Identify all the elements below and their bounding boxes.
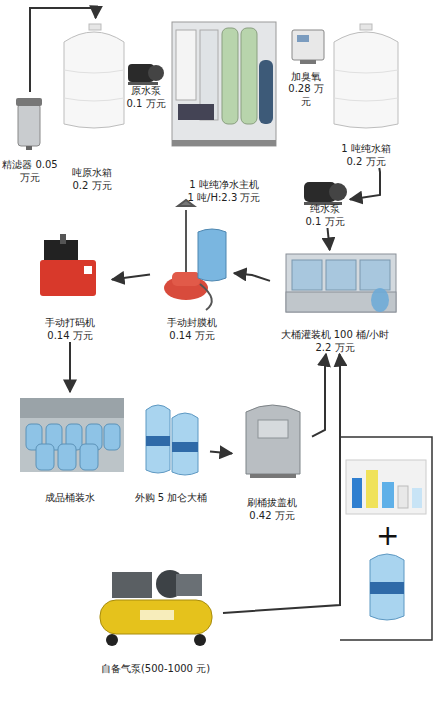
equipment-name: 精滤器 0.05 万元 [2, 159, 58, 184]
equipment-node: 外购 5 加仑大桶 [132, 392, 210, 504]
pump-art [304, 182, 347, 205]
flow-arrow [112, 275, 150, 280]
equipment-name: 加臭氧 [291, 71, 321, 84]
equipment-name: 原水泵 [131, 85, 161, 98]
flow-arrow [30, 8, 96, 92]
materials-art [340, 437, 432, 640]
equipment-name: 刷桶拔盖机 [247, 497, 297, 510]
equipment-price: 0.2 万元 [346, 156, 385, 169]
equipment-node: 吨原水箱0.2 万元 [60, 18, 124, 192]
equipment-price: 1 吨/H:2.3 万元 [188, 192, 261, 205]
brusher-art [246, 405, 300, 478]
equipment-price: 0.2 万元 [72, 180, 111, 193]
flow-arrow [223, 354, 340, 613]
equipment-price: 0.14 万元 [169, 330, 214, 343]
equipment-node: 大桶灌装机 100 桶/小时2.2 万元 [270, 250, 400, 354]
finished-water-art [20, 398, 124, 472]
equipment-node: 自备气泵(500-1000 元) [88, 560, 223, 675]
flow-arrow [69, 342, 71, 392]
flow-arrow [328, 228, 330, 250]
equipment-node: 手动封膜机0.14 万元 [150, 196, 234, 342]
equipment-node: 原水泵0.1 万元 [125, 58, 167, 110]
equipment-name: 自备气泵(500-1000 元) [101, 663, 210, 676]
equipment-node: 纯水泵0.1 万元 [300, 178, 350, 228]
purifier-art [172, 22, 276, 146]
equipment-node: 1 吨纯水箱0.2 万元 [330, 18, 402, 168]
tank-art [334, 24, 398, 128]
equipment-price: 2.2 万元 [315, 342, 354, 355]
equipment-name: 1 吨纯净水主机 [189, 179, 259, 192]
filler-art [286, 254, 396, 312]
equipment-name: 手动封膜机 [167, 317, 217, 330]
equipment-node: 精滤器 0.05 万元 [2, 92, 58, 184]
compressor-art [100, 570, 212, 646]
equipment-name: 1 吨纯水箱 [341, 143, 391, 156]
flow-arrow [210, 452, 232, 454]
pump-art [128, 64, 164, 85]
equipment-price: 0.1 万元 [305, 216, 344, 229]
bottle-art [146, 405, 198, 475]
coder-art [40, 234, 96, 296]
sealer-art [164, 200, 226, 310]
flow-arrow [350, 168, 380, 199]
equipment-name: 纯水泵 [310, 203, 340, 216]
equipment-name: 手动打码机 [45, 317, 95, 330]
equipment-price: 0.1 万元 [126, 98, 165, 111]
equipment-node: 加臭氧0.28 万元 [284, 24, 328, 108]
equipment-node: 刷桶拔盖机0.42 万元 [232, 392, 312, 522]
filter-art [16, 98, 42, 150]
plus-sign: + [376, 522, 399, 550]
equipment-node: 成品桶装水 [15, 392, 125, 504]
equipment-price: 0.14 万元 [47, 330, 92, 343]
equipment-name: 成品桶装水 [45, 492, 95, 505]
flow-arrow [312, 354, 326, 437]
tank-art [64, 24, 124, 128]
equipment-node: 手动打码机0.14 万元 [28, 228, 112, 342]
equipment-name: 大桶灌装机 100 桶/小时 [281, 329, 390, 342]
equipment-price: 0.28 万元 [284, 83, 328, 108]
equipment-price: 0.42 万元 [249, 510, 294, 523]
equipment-node: 1 吨纯净水主机1 吨/H:2.3 万元 [168, 12, 280, 204]
flow-arrow [234, 273, 270, 281]
equipment-name: 吨原水箱 [72, 167, 112, 180]
ozone-art [292, 30, 324, 64]
equipment-name: 外购 5 加仑大桶 [135, 492, 208, 505]
